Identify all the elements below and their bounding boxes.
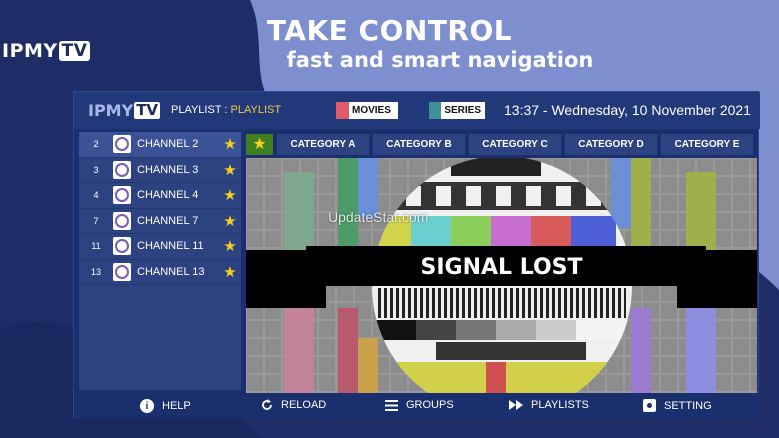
channel-row[interactable]: 13 CHANNEL 13 ★ [79,260,241,285]
channel-logo-icon [113,237,131,256]
series-button[interactable]: SERIES [429,102,485,119]
test-card-image [246,158,757,393]
menu-icon [385,399,398,411]
tab-category-c[interactable]: CATEGORY C [469,134,561,155]
channel-logo-icon [113,211,131,230]
fast-forward-icon [509,400,523,410]
channel-name: CHANNEL 3 [137,163,199,176]
star-icon[interactable]: ★ [223,263,237,281]
hero-subtitle: fast and smart navigation [286,48,594,72]
reload-button[interactable]: RELOAD [261,399,326,411]
bottom-bar: i HELP RELOAD GROUPS PLAYLISTS SETTING [74,394,760,419]
help-button[interactable]: i HELP [140,399,191,413]
hero-title: TAKE CONTROL [266,14,513,47]
channel-list: 2 CHANNEL 2 ★ 3 CHANNEL 3 ★ 4 CHANNEL 4 … [79,132,241,390]
tab-category-a[interactable]: CATEGORY A [277,134,369,155]
channel-logo-icon [113,186,131,205]
channel-logo-icon [113,262,131,281]
top-bar: IPMY TV PLAYLIST : PLAYLIST MOVIES SERIE… [74,92,760,129]
channel-name: CHANNEL 2 [137,138,199,151]
channel-name: CHANNEL 13 [137,265,205,278]
movies-button[interactable]: MOVIES [336,102,398,119]
star-icon[interactable]: ★ [223,238,237,256]
star-icon[interactable]: ★ [223,212,237,230]
datetime: 13:37 - Wednesday, 10 November 2021 [504,102,751,118]
channel-row[interactable]: 2 CHANNEL 2 ★ [79,132,241,158]
channel-number: 2 [93,139,99,150]
reload-icon [261,399,273,411]
channel-name: CHANNEL 11 [137,240,204,253]
channel-number: 11 [91,241,101,252]
groups-label: GROUPS [406,399,454,411]
movies-swatch [336,102,349,119]
star-icon[interactable]: ★ [223,187,237,205]
movies-label: MOVIES [352,105,391,116]
brand-name: IPMY [2,40,58,62]
reload-label: RELOAD [281,399,327,411]
series-label: SERIES [444,105,481,116]
channel-logo-icon [113,135,131,154]
gear-icon [643,399,656,412]
channel-name: CHANNEL 7 [137,214,199,227]
app-logo: IPMY TV [88,101,161,120]
favorites-button[interactable]: ★ [246,134,273,155]
channel-row[interactable]: 11 CHANNEL 11 ★ [79,234,241,260]
channel-row[interactable]: 7 CHANNEL 7 ★ [79,209,241,234]
star-icon: ★ [252,136,267,153]
playlists-button[interactable]: PLAYLISTS [509,399,589,411]
info-icon: i [140,399,154,413]
channel-number: 3 [93,164,99,175]
channel-row[interactable]: 3 CHANNEL 3 ★ [79,158,241,183]
tab-category-b[interactable]: CATEGORY B [373,134,465,155]
series-swatch [429,102,442,119]
app-logo-tv: TV [134,101,161,119]
app-logo-name: IPMY [88,101,134,120]
channel-number: 7 [93,215,99,226]
setting-button[interactable]: SETTING [643,399,712,412]
brand-tv: TV [58,41,91,61]
star-icon[interactable]: ★ [223,161,237,179]
channel-number: 13 [90,266,101,277]
watermark: UpdateStar.com [328,209,429,225]
star-icon[interactable]: ★ [223,136,237,154]
app-window: IPMY TV PLAYLIST : PLAYLIST MOVIES SERIE… [73,91,760,419]
tab-category-e[interactable]: CATEGORY E [661,134,753,155]
setting-label: SETTING [664,399,712,412]
signal-lost-text: SIGNAL LOST [420,255,583,280]
groups-button[interactable]: GROUPS [385,399,454,411]
brand-logo: IPMY TV [2,40,91,62]
video-player[interactable]: UpdateStar.com SIGNAL LOST [246,158,757,393]
channel-name: CHANNEL 4 [137,189,199,202]
playlist-label[interactable]: PLAYLIST : PLAYLIST [171,104,281,116]
playlist-prefix: PLAYLIST : [171,104,228,116]
channel-logo-icon [113,160,131,179]
tab-category-d[interactable]: CATEGORY D [565,134,657,155]
playlist-name: PLAYLIST [230,104,282,116]
playlists-label: PLAYLISTS [531,399,589,411]
help-label: HELP [162,400,191,412]
channel-row[interactable]: 4 CHANNEL 4 ★ [79,183,241,209]
channel-number: 4 [93,190,99,201]
